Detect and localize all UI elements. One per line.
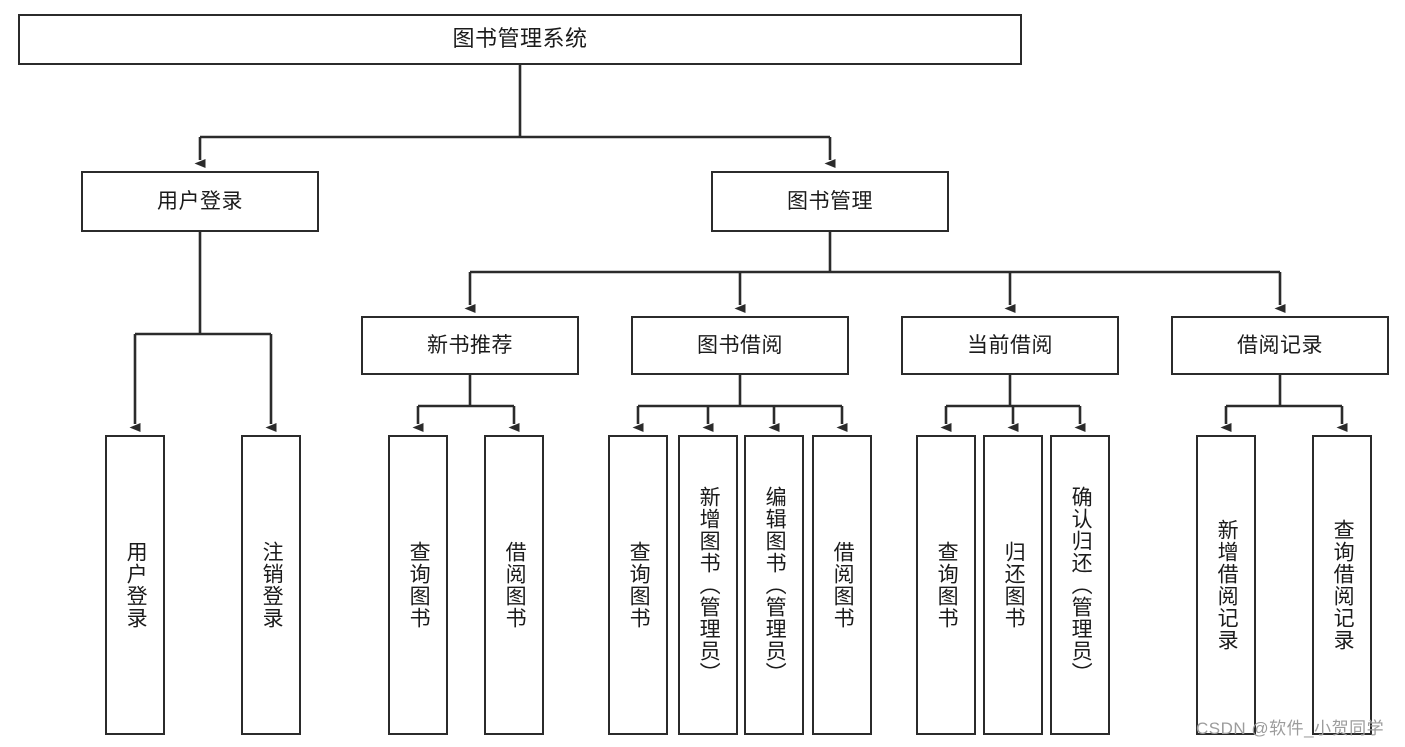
leaf-confirm-return-label: 确认归还（管理员） <box>1069 486 1093 684</box>
node-book-borrow[interactable]: 图书借阅 <box>631 316 849 375</box>
leaf-edit-book[interactable]: 编辑图书（管理员） <box>744 435 804 735</box>
node-new-book-recommend-label: 新书推荐 <box>427 333 513 357</box>
leaf-borrow-book-2[interactable]: 借阅图书 <box>812 435 872 735</box>
leaf-add-borrow-record[interactable]: 新增借阅记录 <box>1196 435 1256 735</box>
watermark: CSDN @软件_小贺同学 <box>1196 719 1385 738</box>
node-borrow-record[interactable]: 借阅记录 <box>1171 316 1389 375</box>
leaf-edit-book-label: 编辑图书（管理员） <box>763 486 787 684</box>
leaf-add-borrow-record-label: 新增借阅记录 <box>1215 519 1239 651</box>
node-book-manage-label: 图书管理 <box>787 189 873 213</box>
node-root[interactable]: 图书管理系统 <box>18 14 1022 65</box>
node-current-borrow-label: 当前借阅 <box>967 333 1053 357</box>
leaf-logout-login-label: 注销登录 <box>260 541 284 629</box>
node-borrow-record-label: 借阅记录 <box>1237 333 1323 357</box>
node-book-manage[interactable]: 图书管理 <box>711 171 949 232</box>
leaf-query-borrow-record-label: 查询借阅记录 <box>1331 519 1355 651</box>
leaf-query-borrow-record[interactable]: 查询借阅记录 <box>1312 435 1372 735</box>
leaf-borrow-book-1[interactable]: 借阅图书 <box>484 435 544 735</box>
node-current-borrow[interactable]: 当前借阅 <box>901 316 1119 375</box>
leaf-query-book-3-label: 查询图书 <box>935 541 959 629</box>
leaf-add-book[interactable]: 新增图书（管理员） <box>678 435 738 735</box>
leaf-add-book-label: 新增图书（管理员） <box>697 486 721 684</box>
leaf-query-book-3[interactable]: 查询图书 <box>916 435 976 735</box>
node-user-login-label: 用户登录 <box>157 189 243 213</box>
leaf-borrow-book-2-label: 借阅图书 <box>831 541 855 629</box>
leaf-user-login-label: 用户登录 <box>124 541 148 629</box>
node-new-book-recommend[interactable]: 新书推荐 <box>361 316 579 375</box>
leaf-query-book-2-label: 查询图书 <box>627 541 651 629</box>
leaf-confirm-return[interactable]: 确认归还（管理员） <box>1050 435 1110 735</box>
leaf-user-login[interactable]: 用户登录 <box>105 435 165 735</box>
leaf-query-book-1[interactable]: 查询图书 <box>388 435 448 735</box>
leaf-return-book-label: 归还图书 <box>1002 541 1026 629</box>
leaf-logout-login[interactable]: 注销登录 <box>241 435 301 735</box>
node-root-label: 图书管理系统 <box>452 26 588 52</box>
leaf-return-book[interactable]: 归还图书 <box>983 435 1043 735</box>
leaf-query-book-1-label: 查询图书 <box>407 541 431 629</box>
leaf-query-book-2[interactable]: 查询图书 <box>608 435 668 735</box>
node-book-borrow-label: 图书借阅 <box>697 333 783 357</box>
node-user-login[interactable]: 用户登录 <box>81 171 319 232</box>
leaf-borrow-book-1-label: 借阅图书 <box>503 541 527 629</box>
